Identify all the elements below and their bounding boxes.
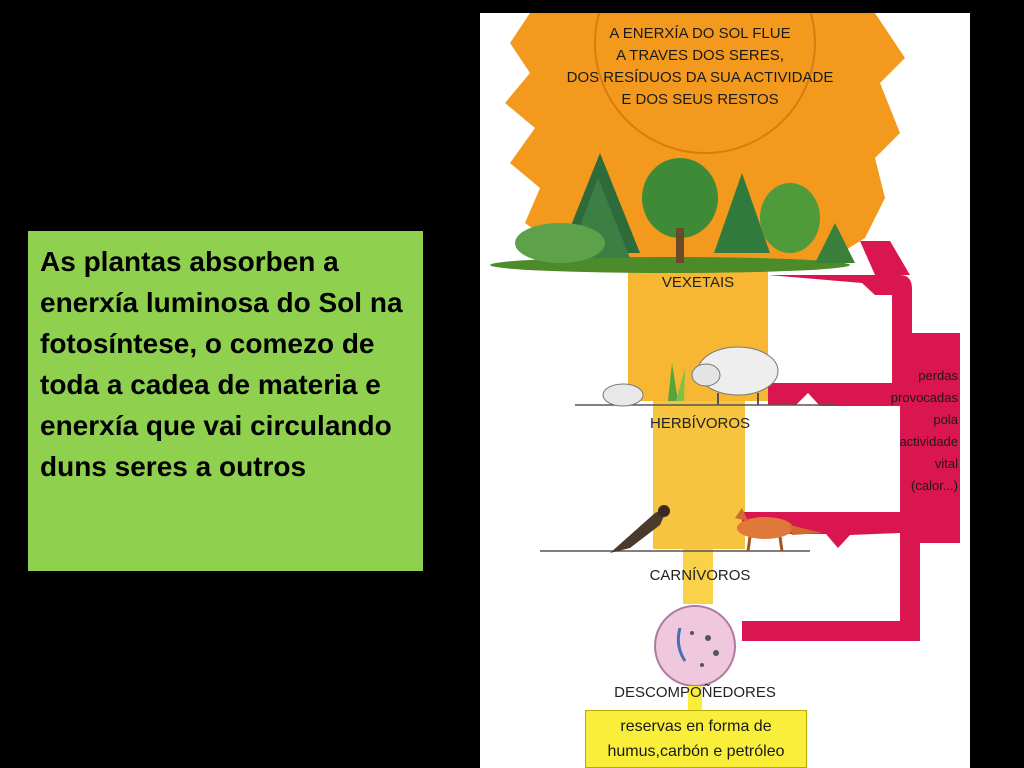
reserves-connector [688,686,702,710]
label-herbivoros: HERBÍVOROS [649,415,751,432]
heat-loss-arrow-tip [860,241,910,275]
reserves-box: reservas en forma de humus,carbón e petr… [585,710,807,768]
trees-group [490,153,855,273]
energy-column-herbivoros [653,401,745,549]
herbivores-group [575,346,835,407]
reserves-line: reservas en forma de [620,718,772,735]
label-carnivoros: CARNÍVOROS [649,567,751,584]
energy-flow-diagram: A ENERXÍA DO SOL FLUE A TRAVES DOS SERES… [480,13,970,768]
label-vexetais: VEXETAIS [661,274,735,291]
sun-caption: A ENERXÍA DO SOL FLUE A TRAVES DOS SERES… [535,23,865,111]
sun-caption-line: E DOS SEUS RESTOS [621,91,779,108]
heat-loss-line: perdas [918,368,958,383]
heat-loss-caption: perdas provocadas pola actividade vital … [874,365,958,497]
sun-caption-line: DOS RESÍDUOS DA SUA ACTIVIDADE [566,69,834,86]
diagram-graphics [490,13,960,710]
heat-loss-line: actividade [899,434,958,449]
heat-loss-line: provocadas [890,390,958,405]
heat-loss-line: (calor...) [911,478,958,493]
caption-text: As plantas absorben a enerxía luminosa d… [40,246,403,482]
sun-caption-line: A ENERXÍA DO SOL FLUE [609,25,791,42]
label-descomponedores: DESCOMPOÑEDORES [614,684,776,701]
caption-box: As plantas absorben a enerxía luminosa d… [28,231,423,571]
reserves-line: humus,carbón e petróleo [607,743,785,760]
heat-loss-band [742,275,960,641]
energy-column-carnivoros [683,549,713,604]
heat-loss-line: vital [934,456,958,471]
sun-core [594,13,816,154]
heat-loss-line: pola [933,412,958,427]
decomposers-group [654,605,736,687]
carnivores-group [540,505,822,553]
sun-caption-line: A TRAVES DOS SERES, [616,47,784,64]
